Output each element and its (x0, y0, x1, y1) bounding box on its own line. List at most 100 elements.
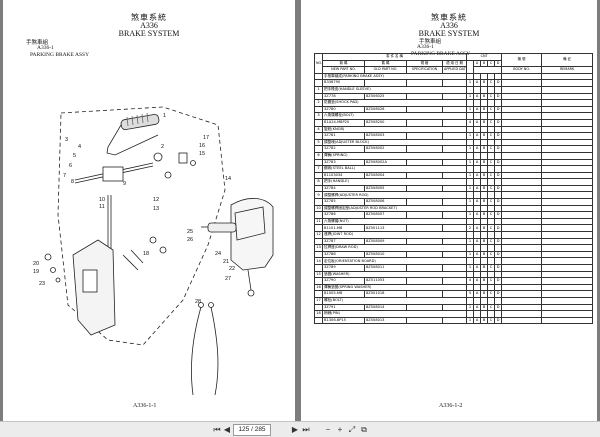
row-old-part-cell: 8Z508013 (364, 316, 407, 325)
row-body-no-cell (501, 198, 543, 206)
callout-18: 18 (143, 251, 149, 257)
row-no-cell (314, 277, 323, 285)
row-model-cell: D (494, 171, 503, 180)
row-model-cell (494, 296, 503, 305)
last-page-button[interactable]: ⏭ (302, 425, 310, 434)
row-remark-cell (541, 264, 594, 272)
row-model-cell (480, 310, 489, 318)
row-model-cell: D (494, 316, 503, 325)
row-body-no-cell (501, 112, 543, 120)
callout-7: 7 (63, 173, 66, 179)
row-model-cell (480, 151, 489, 160)
row-model-cell (494, 231, 503, 239)
row-qty-cell: 1 (466, 264, 475, 272)
row-qty-cell (466, 191, 475, 200)
row-remark-cell (541, 85, 594, 94)
row-body-no-cell (501, 283, 543, 292)
row-no-cell: 7 (314, 165, 323, 173)
row-new-part-cell: 3Z780 (322, 105, 365, 114)
row-remark-cell (541, 296, 594, 305)
row-remark-cell (541, 79, 594, 87)
row-model-cell (480, 165, 489, 173)
row-body-no-cell (501, 257, 543, 265)
row-qty-cell (466, 231, 475, 239)
row-body-no-cell (501, 132, 543, 140)
row-no-cell: 16 (314, 283, 323, 292)
header-new-part-en: NEW PART NO. (322, 66, 365, 74)
row-body-no-cell (501, 138, 543, 147)
zoom-out-button[interactable]: − (325, 425, 331, 434)
page-number-input[interactable]: 125 / 285 (233, 424, 271, 436)
row-model-cell: B (480, 224, 489, 233)
row-model-cell (487, 72, 496, 81)
row-model-cell: C (487, 224, 496, 233)
row-new-part-cell: 3Z783 (322, 158, 365, 167)
row-qty-cell: 1 (466, 92, 475, 101)
row-model-cell (494, 99, 503, 107)
row-model-cell: B (480, 171, 489, 180)
fit-page-button[interactable]: ⤢ (348, 425, 356, 434)
row-applied-cell (441, 303, 468, 312)
prev-page-button[interactable]: ◀ (223, 425, 231, 434)
row-qty-cell: 5 (466, 290, 475, 298)
header-old-part-en: OLD PART NO. (364, 66, 407, 74)
row-part-name-cell: 螺栓(BOLT) (321, 296, 468, 305)
row-model-cell: A (473, 303, 482, 312)
row-remark-cell (541, 138, 594, 147)
first-page-button[interactable]: ⏮ (213, 425, 221, 434)
row-model-cell (473, 257, 482, 265)
row-qty-cell (466, 99, 475, 107)
row-qty-cell: 1 (466, 145, 475, 153)
row-model-cell: C (487, 211, 496, 219)
row-applied-cell (441, 92, 468, 101)
row-old-part-cell: 8Z501113 (364, 224, 407, 233)
row-qty-cell (466, 217, 475, 226)
thumbnails-button[interactable]: ⧉ (361, 425, 367, 434)
row-model-cell (487, 257, 496, 265)
row-body-no-cell (501, 244, 543, 252)
header-applied-cn: 適 用 日 期 (441, 59, 468, 68)
row-model-cell (487, 125, 496, 134)
header-spec-cn: 規 格 (406, 59, 443, 68)
row-model-cell: A (473, 92, 482, 101)
row-model-cell (473, 217, 482, 226)
row-part-name-cell: 六角頭螺栓(BOLT) (321, 112, 468, 120)
row-old-part-cell: 8Z508011 (364, 264, 407, 272)
callout-16: 16 (199, 143, 205, 149)
header-cnt: CNT (466, 53, 503, 61)
row-model-cell (494, 72, 503, 81)
callout-15: 15 (199, 151, 205, 157)
row-old-part-cell: 8Z506025 (364, 92, 407, 101)
sub-label-cn: 手煞車組 (419, 39, 442, 45)
row-applied-cell (441, 145, 468, 153)
row-model-cell (473, 151, 482, 160)
row-part-name-cell: 拉桿座(DRAW ROD) (321, 244, 468, 252)
row-body-no-cell (501, 184, 543, 193)
zoom-in-button[interactable]: + (337, 425, 343, 434)
row-spec-cell (406, 290, 443, 298)
sub-code: A336-1 (37, 45, 54, 51)
header-qty (466, 59, 475, 74)
row-part-name-cell: 彈簧(SPRING) (321, 151, 468, 160)
row-model-cell: D (494, 132, 503, 140)
header-remark-en: REMARK (541, 66, 594, 74)
next-page-button[interactable]: ▶ (291, 425, 299, 434)
callout-1: 1 (163, 113, 166, 119)
row-no-cell (314, 79, 323, 87)
row-model-cell: A (473, 264, 482, 272)
row-model-cell (487, 217, 496, 226)
row-model-cell: C (487, 237, 496, 246)
row-qty-cell (466, 296, 475, 305)
row-model-cell: B (480, 211, 489, 219)
row-model-cell: C (487, 145, 496, 153)
row-model-cell (473, 191, 482, 200)
callout-6: 6 (69, 163, 72, 169)
row-applied-cell (441, 132, 468, 140)
row-body-no-cell (501, 204, 543, 213)
row-qty-cell: 1 (466, 198, 475, 206)
row-model-cell (487, 270, 496, 279)
